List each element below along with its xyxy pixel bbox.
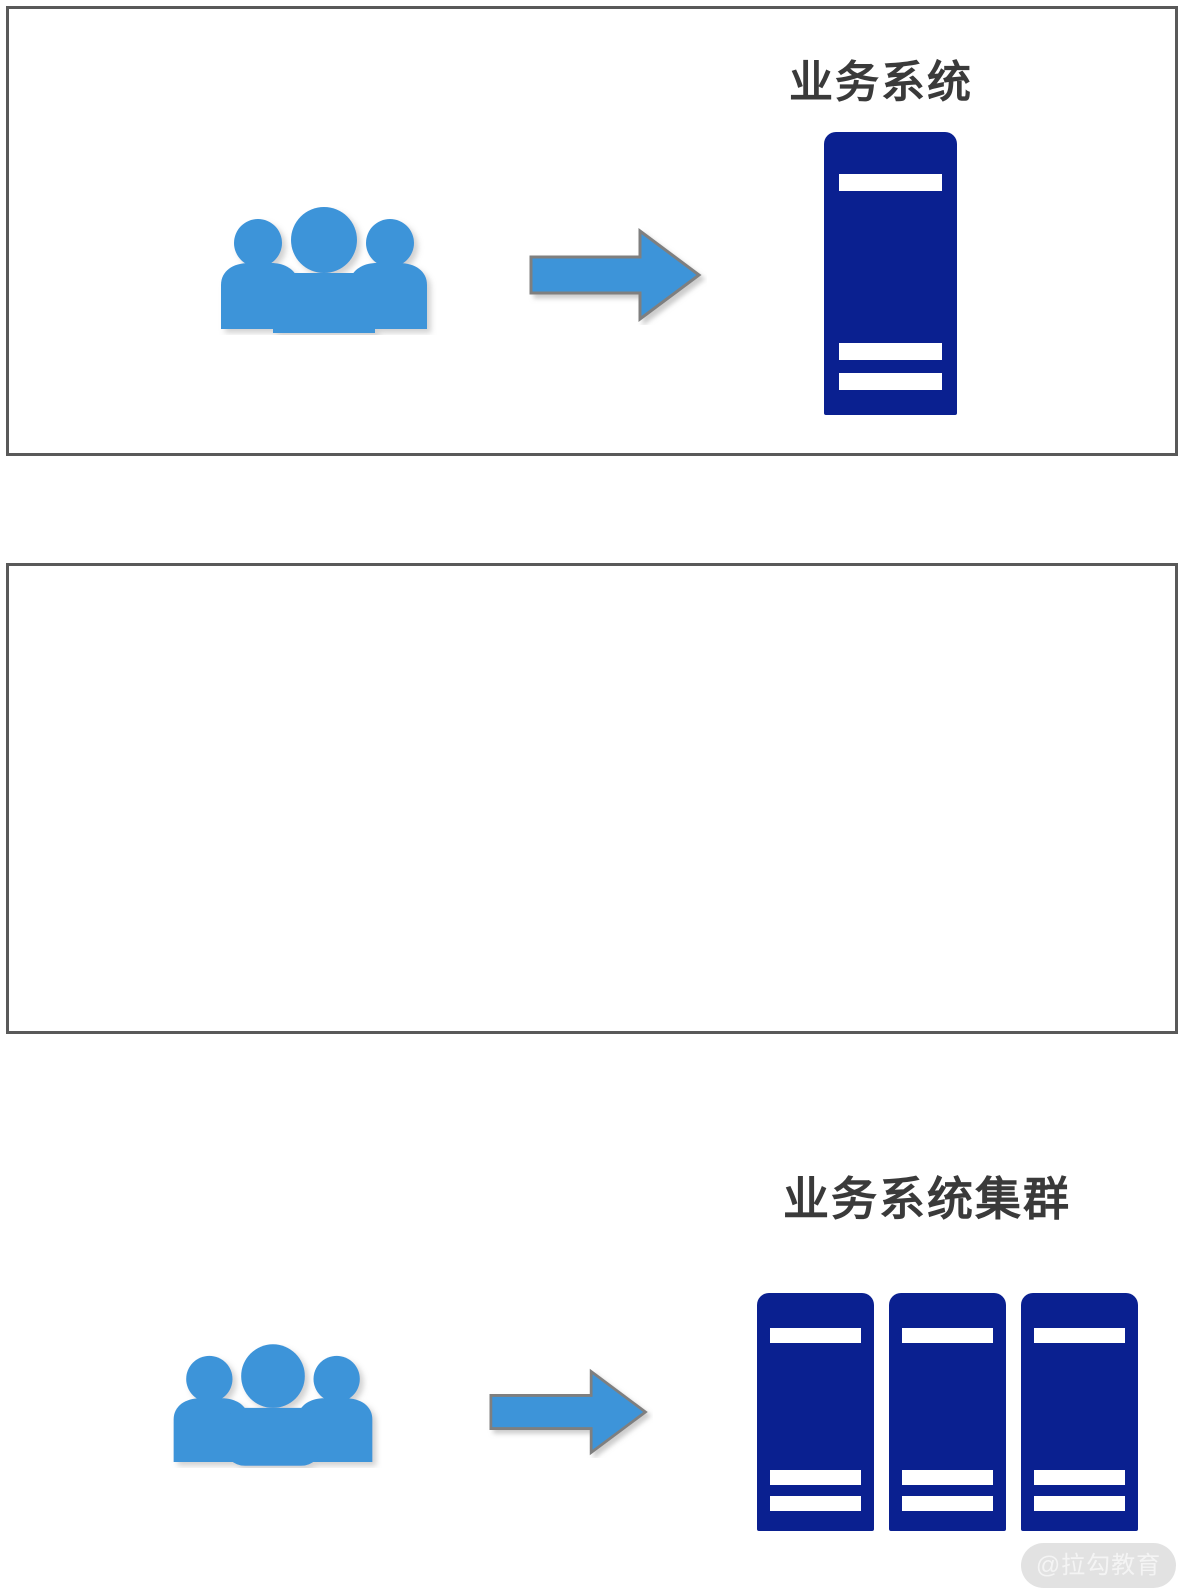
server-tower (824, 132, 957, 415)
watermark-badge: @拉勾教育 (1021, 1543, 1176, 1588)
server-slot-bar (769, 1496, 862, 1511)
server-slot-bar (901, 1496, 994, 1511)
page-title-cluster: 业务系统集群 (783, 1173, 1071, 1225)
diagram-canvas: 业务系统 业务系统集群 (6, 6, 1178, 1588)
server-slot-bar (1033, 1496, 1126, 1511)
server-slot-bar (769, 1328, 862, 1343)
server-slot-bar (1033, 1470, 1126, 1485)
server-tower (1021, 1293, 1138, 1531)
server-slot-bar (901, 1470, 994, 1485)
server-slot-bar (1033, 1328, 1126, 1343)
server-cluster-panel: 业务系统集群 @拉勾教育 (6, 563, 1178, 1588)
single-server-panel: 业务系统 (6, 6, 1178, 456)
page-title-single: 业务系统 (789, 58, 973, 107)
server-slot-bar (838, 174, 943, 191)
people-group-icon (173, 1344, 373, 1466)
server-slot-bar (838, 373, 943, 390)
server-slot-bar (769, 1470, 862, 1485)
server-tower (757, 1293, 874, 1531)
people-group-icon (221, 207, 427, 333)
right-arrow-icon (529, 228, 702, 322)
server-slot-bar (901, 1328, 994, 1343)
right-arrow-icon (489, 1368, 648, 1456)
server-tower (889, 1293, 1006, 1531)
server-slot-bar (838, 343, 943, 360)
